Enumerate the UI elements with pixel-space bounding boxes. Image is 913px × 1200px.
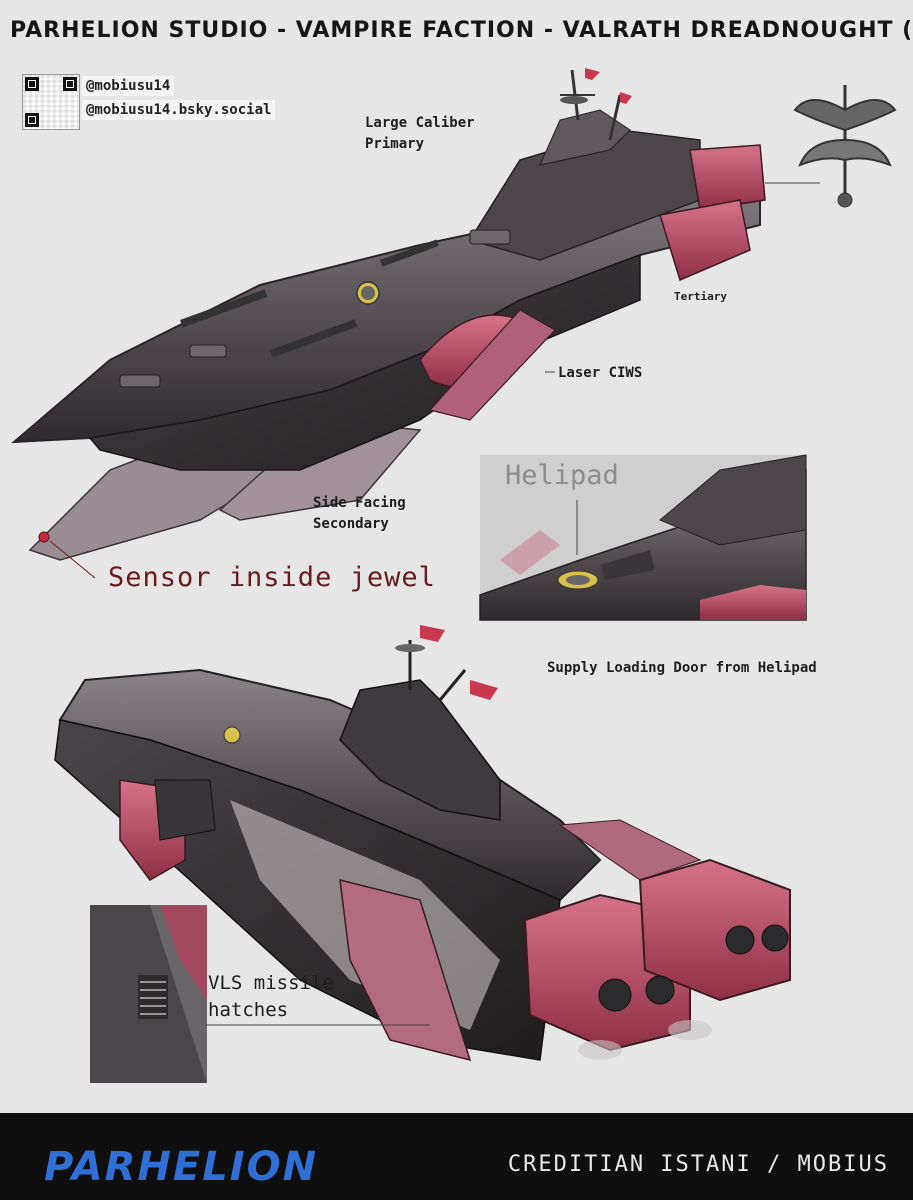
lower-superstructure <box>339 679 501 821</box>
side-fin <box>428 309 556 421</box>
qr-finder-bottom-left <box>25 113 39 127</box>
callout-supply-loading-door: Supply Loading Door from Helipad <box>547 660 817 676</box>
callout-primary: Primary <box>365 136 425 152</box>
engine-nacelle-upper <box>689 144 766 211</box>
callout-side-facing: Side Facing <box>313 495 406 511</box>
turret-primary <box>469 229 511 245</box>
qr-finder-top-left <box>25 77 39 91</box>
lower-flag-forward <box>420 625 445 642</box>
engine-cluster <box>523 858 791 1060</box>
social-handle-primary: @mobiusu14 <box>82 76 175 96</box>
ship-illustrations <box>11 68 897 1083</box>
lower-side-fin <box>339 879 472 1062</box>
lower-flag-aft <box>470 680 498 700</box>
page-title: PARHELION STUDIO - VAMPIRE FACTION - VAL… <box>10 18 910 43</box>
qr-finder-top-right <box>63 77 77 91</box>
flag-forward <box>585 68 600 80</box>
sensor-jewel <box>38 531 50 543</box>
callout-vls-line-1: VLS missile <box>208 972 334 994</box>
supply-loading-door <box>600 550 655 580</box>
callout-vls-line-2: hatches <box>208 999 289 1021</box>
footer-bar <box>0 1113 913 1200</box>
vls-inset <box>90 905 207 1083</box>
callout-large-caliber: Large Caliber <box>365 115 475 131</box>
hull-underside <box>88 253 641 471</box>
qr-code <box>22 74 80 130</box>
callout-tertiary: Tertiary <box>674 290 727 303</box>
upper-ship-render <box>11 68 766 561</box>
helipad-inset <box>479 454 807 621</box>
turret-bow <box>119 374 161 388</box>
callout-helipad: Helipad <box>505 460 619 491</box>
vampire-faction-emblem <box>793 85 897 208</box>
callout-secondary: Secondary <box>313 516 389 532</box>
artist-credit: CREDITIAN ISTANI / MOBIUS <box>507 1152 889 1177</box>
flag-aft <box>620 92 632 104</box>
callout-laser-ciws: Laser CIWS <box>558 365 643 381</box>
parhelion-logo: PARHELION <box>44 1144 319 1190</box>
tail-fin <box>659 199 751 282</box>
callout-sensor-jewel: Sensor inside jewel <box>108 562 436 593</box>
social-handle-bsky: @mobiusu14.bsky.social <box>82 100 276 120</box>
lower-ship-render <box>54 625 791 1062</box>
